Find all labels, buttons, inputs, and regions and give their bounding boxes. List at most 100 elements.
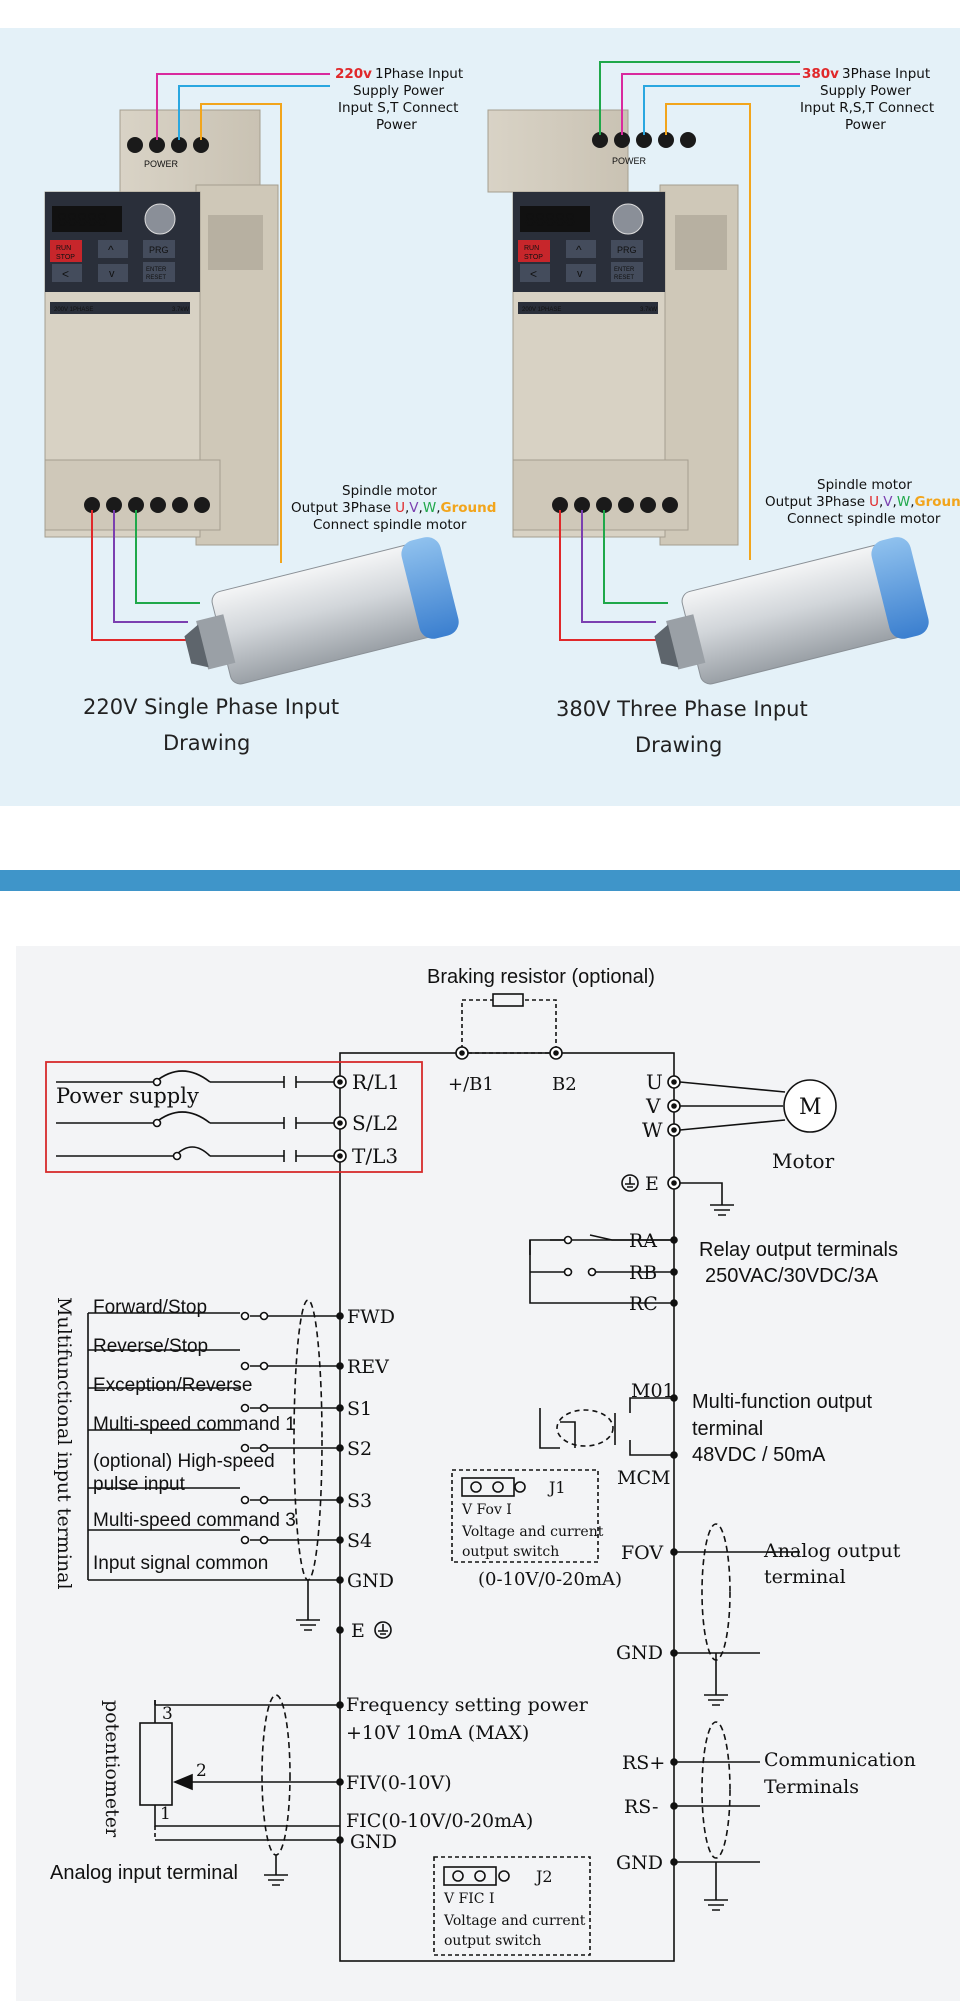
wire-orange [665,103,751,560]
sl2-label: S/L2 [352,1111,398,1135]
up-button [566,240,596,258]
caption-220v-line1: 220V Single Phase Input [83,695,339,719]
run-stop-button [518,240,550,262]
e-left-label: E [351,1620,365,1642]
led-display [52,206,122,232]
fwd-label: FWD [347,1306,395,1328]
motor-symbol-label: M [799,1095,822,1120]
output-label-line3: Connect spindle motor [787,511,941,527]
wire-green-out [603,510,668,604]
rev-label: REV [347,1356,389,1378]
up-button [98,240,128,258]
prg-button [143,240,175,258]
reset-label: RESET [614,275,634,281]
fov-label: FOV [621,1542,663,1564]
tl3-label: T/L3 [352,1144,398,1168]
led-display-text: 88888 [525,210,575,230]
rb-label: RB [629,1262,657,1284]
j1-label: J1 [547,1478,566,1497]
mf-out-label-3: 48VDC / 50mA [692,1444,826,1466]
output-label-line1: Spindle motor [817,477,912,493]
b2-label: B2 [552,1074,577,1095]
wire-purple [581,510,656,623]
relay-rating: 250VAC/30VDC/3A [705,1265,879,1287]
knob-icon [144,203,176,235]
mcm-label: MCM [617,1467,670,1489]
vfd-window [675,215,727,270]
terminal-mcm [670,1451,678,1459]
wire-magenta [156,73,330,140]
j2-row-label: V FIC I [443,1891,495,1907]
gnd-right-label: GND [616,1642,663,1664]
prg-label: PRG [149,245,169,255]
analog-out-label-2: terminal [764,1566,846,1588]
terminal-label: POWER [612,156,647,166]
down-label: v [109,268,115,280]
wire-green [599,61,800,135]
braking-resistor-label: Braking resistor (optional) [427,966,655,988]
j1-jumper [461,1477,515,1497]
j2-desc-1: Voltage and current [443,1913,586,1929]
terminal-s1 [336,1404,344,1412]
fic-label: FIC(0-10V/0-20mA) [346,1810,533,1832]
terminal-rs-plus [670,1758,678,1766]
drawing-220v: POWER 88888 RUN STOP ^ PRG < v ENTER RES… [44,66,496,755]
j2-switch-box [433,1856,591,1956]
terminal-fiv [336,1778,344,1786]
output-label-line3: Connect spindle motor [313,517,467,533]
j1-desc-2: output switch [462,1544,559,1560]
run-label: RUN [56,245,71,252]
knob-icon [612,203,644,235]
spindle-motor [184,537,459,685]
s2-label: S2 [347,1438,372,1460]
terminal-label: POWER [144,159,179,169]
terminal-rs-minus [670,1802,678,1810]
j1-row-label: V Fov I [461,1502,512,1518]
input-label-line2: Supply Power [820,83,912,99]
vfd-body [487,109,629,193]
run-stop-button [50,240,82,262]
input-label-line3: Input R,S,T Connect [800,100,934,116]
v-label: V [645,1094,661,1118]
rs-plus-label: RS+ [622,1752,665,1774]
terminal-fov [670,1548,678,1556]
multi-input-vertical-label: Multifunctional input terminal [53,1297,75,1590]
power-supply-label: Power supply [56,1084,199,1108]
wiring-text: Braking resistor (optional) +/B1 B2 Powe… [50,966,916,1949]
caption-380v-line2: Drawing [635,733,722,757]
terminal-ra [670,1236,678,1244]
pot-1-label: 1 [160,1804,171,1824]
terminal-s3 [336,1496,344,1504]
terminal-gnd-comm [670,1858,678,1866]
top-terminal-block: POWER [127,137,209,169]
terminal-gnd [336,1576,344,1584]
enter-button [143,262,175,282]
power-supply-lines [56,1070,334,1162]
u-label: U [646,1070,663,1094]
ra-label: RA [629,1230,657,1252]
model-strip [50,302,190,314]
terminal-gnd-right [670,1649,678,1657]
down-button [98,264,128,282]
power-supply-highlight [45,1061,423,1173]
input-label-s3-1: (optional) High-speed [93,1451,275,1472]
terminal-fwd [336,1312,344,1320]
vfd-window [208,215,263,270]
terminal-gnd-analog [336,1836,344,1844]
wire-red [559,510,656,641]
analog-input-label: Analog input terminal [50,1862,238,1884]
enter-button [611,262,643,282]
j2-desc-2: output switch [444,1933,541,1949]
wire-magenta [621,73,800,135]
motor-symbol [783,1079,837,1133]
j1-range-label: (0-10V/0-20mA) [478,1569,622,1590]
input-label-line4: Power [845,117,886,133]
freq-power-label-1: Frequency setting power [346,1694,589,1716]
mf-out-label-1: Multi-function output [692,1391,873,1413]
rs-minus-label: RS- [624,1796,658,1818]
s4-label: S4 [347,1530,372,1552]
gnd-analog-label: GND [350,1831,397,1853]
power-label: 3.7kW [640,307,657,313]
